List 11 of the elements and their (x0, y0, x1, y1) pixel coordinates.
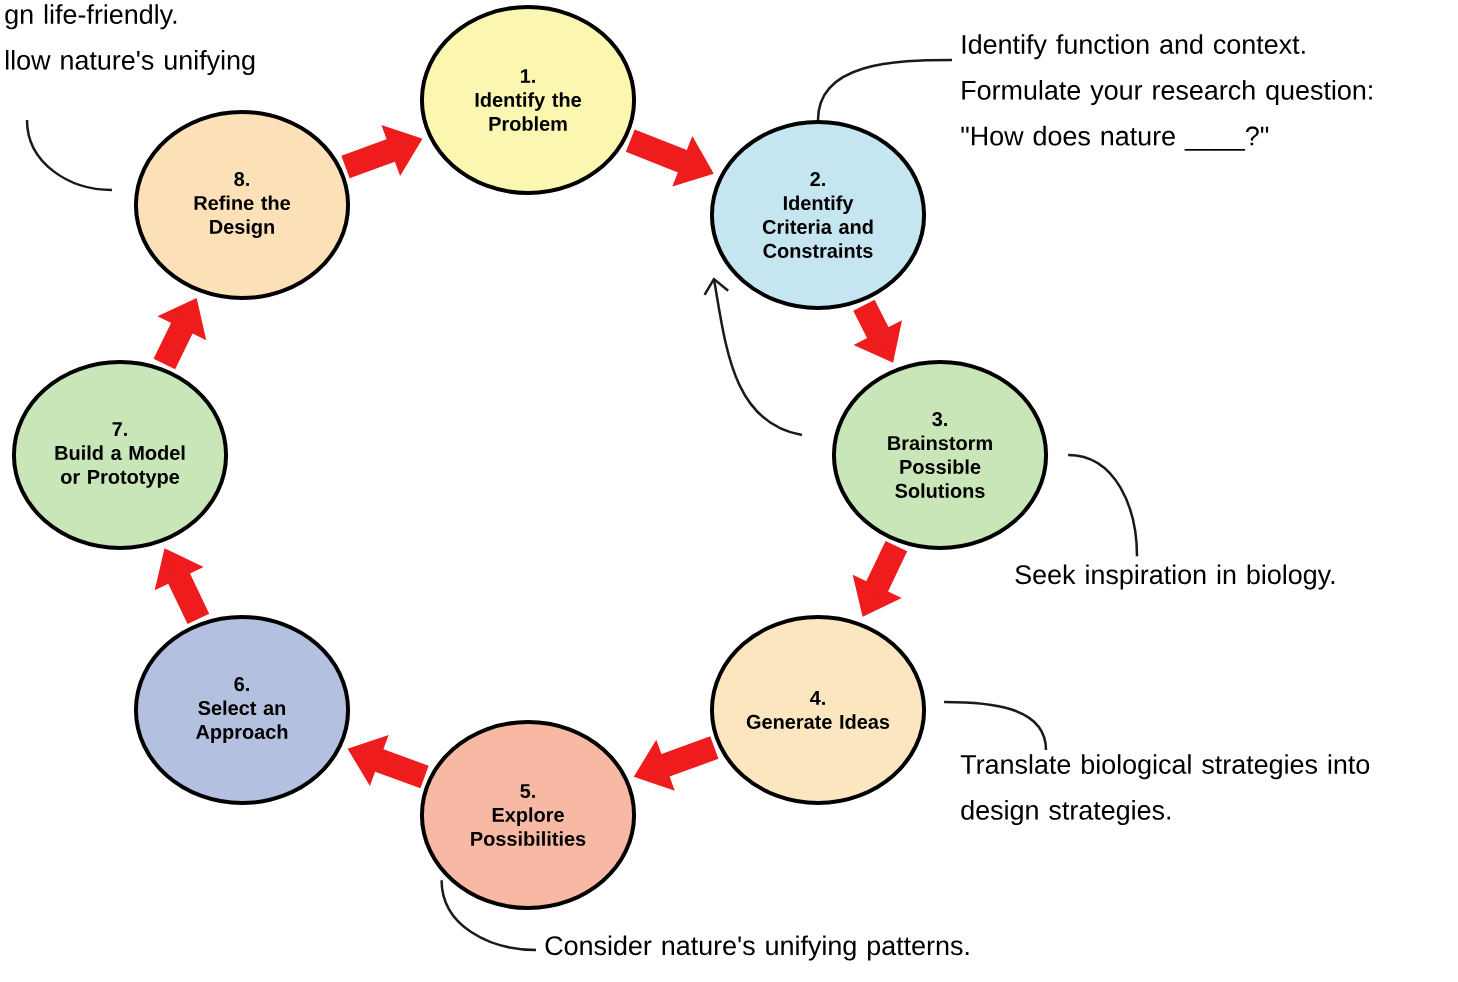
leader-line (816, 58, 952, 121)
annotation-text: Seek inspiration in biology. (1015, 564, 1335, 590)
annotation-text: gn life-friendly. llow nature's unifying (5, 4, 255, 76)
leader-line (440, 880, 537, 952)
annotation-text: Consider nature's unifying patterns. (545, 935, 969, 961)
leader-line (944, 700, 1048, 751)
curved-arrow (703, 277, 803, 437)
leader-line (25, 119, 112, 192)
annotation-text: Identify function and context. Formulate your research question: "How does nature ____?" (961, 34, 1372, 151)
annotation-text: Translate biological strategies into design strategies. (960, 754, 1370, 826)
leader-line (1067, 453, 1139, 557)
